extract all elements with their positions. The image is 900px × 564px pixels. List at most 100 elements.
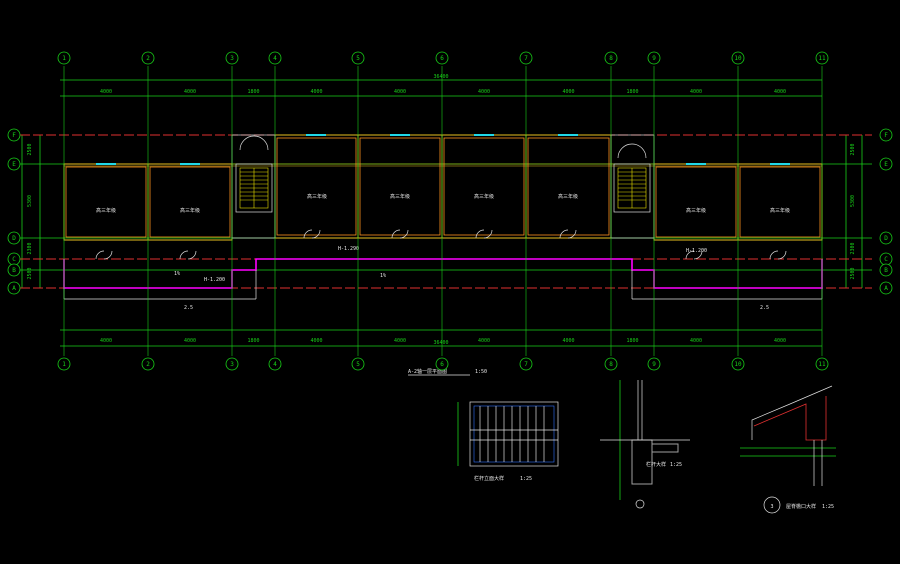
column-bubble bbox=[647, 357, 661, 371]
railing-section-detail bbox=[600, 380, 690, 509]
row-label: E bbox=[884, 161, 888, 168]
side-dim-label: 2500 bbox=[850, 143, 856, 155]
column-label: 8 bbox=[609, 55, 613, 62]
detail2-title: 栏杆大样 bbox=[646, 461, 666, 468]
column-bubble bbox=[731, 357, 745, 371]
side-dim-label: 5300 bbox=[850, 195, 856, 207]
corridor-elevation: H-1.290 bbox=[338, 246, 359, 252]
room-label: 高三年级 bbox=[307, 193, 327, 200]
top-dim-label: 4000 bbox=[690, 89, 702, 95]
railing-detail-title: 栏杆立面大样 bbox=[474, 475, 504, 482]
room-label: 高三年级 bbox=[686, 207, 706, 214]
top-dim-label: 1800 bbox=[247, 89, 259, 95]
row-bubble bbox=[7, 231, 21, 245]
bottom-dim-label: 4000 bbox=[184, 338, 196, 344]
row-label: F bbox=[12, 132, 16, 139]
elevation-right: H-1.200 bbox=[686, 248, 707, 254]
detail-number-circle bbox=[763, 496, 781, 514]
bottom-dim-label: 4000 bbox=[100, 338, 112, 344]
elevation-left: H-1.200 bbox=[204, 277, 225, 283]
column-label: 6 bbox=[440, 361, 444, 368]
column-bubble bbox=[141, 357, 155, 371]
row-bubble bbox=[7, 157, 21, 171]
column-label: 2 bbox=[146, 361, 150, 368]
top-dim-label: 4000 bbox=[310, 89, 322, 95]
column-bubble bbox=[519, 51, 533, 65]
column-bubble bbox=[435, 357, 449, 371]
row-label: C bbox=[884, 256, 888, 263]
column-bubble bbox=[351, 51, 365, 65]
column-label: 2 bbox=[146, 55, 150, 62]
row-bubble bbox=[879, 128, 893, 142]
stair-right bbox=[613, 143, 651, 213]
column-label: 8 bbox=[609, 361, 613, 368]
column-bubble bbox=[57, 51, 71, 65]
column-bubble bbox=[141, 51, 155, 65]
slope-label-b: 1% bbox=[174, 271, 180, 277]
bottom-dim-label: 4000 bbox=[774, 338, 786, 344]
column-label: 10 bbox=[734, 55, 742, 62]
slope-label-a: 1% bbox=[380, 273, 386, 279]
doors bbox=[95, 229, 787, 260]
row-label: D bbox=[12, 235, 16, 242]
drain-label: 2.5 bbox=[184, 305, 193, 311]
top-dim-label: 4000 bbox=[100, 89, 112, 95]
windows bbox=[96, 134, 790, 165]
side-dim-label: 5300 bbox=[27, 195, 33, 207]
column-label: 10 bbox=[734, 361, 742, 368]
row-label: F bbox=[884, 132, 888, 139]
row-bubble bbox=[7, 263, 21, 277]
column-bubble bbox=[435, 51, 449, 65]
top-dim-label: 1800 bbox=[626, 89, 638, 95]
column-label: 4 bbox=[273, 361, 277, 368]
detail2-scale: 1:25 bbox=[670, 462, 682, 468]
room-label: 高三年级 bbox=[558, 193, 578, 200]
detail3-scale: 1:25 bbox=[822, 504, 834, 510]
top-dim-label: 4000 bbox=[562, 89, 574, 95]
room-label: 高三年级 bbox=[770, 207, 790, 214]
bottom-dim-label: 4000 bbox=[310, 338, 322, 344]
top-dim-label: 4000 bbox=[774, 89, 786, 95]
bottom-dim-label: 1800 bbox=[626, 338, 638, 344]
column-label: 5 bbox=[356, 361, 360, 368]
side-dim-label: 2300 bbox=[27, 242, 33, 254]
side-dim-label: 2300 bbox=[850, 242, 856, 254]
top-dim-label: 4000 bbox=[184, 89, 196, 95]
detail-number: 3 bbox=[770, 504, 773, 510]
bottom-dim-label: 4000 bbox=[690, 338, 702, 344]
column-bubble bbox=[225, 51, 239, 65]
section-scale: 1:50 bbox=[475, 369, 487, 375]
column-bubble bbox=[815, 51, 829, 65]
stair-left bbox=[235, 135, 273, 213]
room-label: 高三年级 bbox=[96, 207, 116, 214]
bottom-dim-label: 4000 bbox=[562, 338, 574, 344]
column-label: 11 bbox=[818, 361, 826, 368]
room-label: 高三年级 bbox=[474, 193, 494, 200]
column-bubble bbox=[731, 51, 745, 65]
row-bubble bbox=[879, 281, 893, 295]
column-bubble bbox=[647, 51, 661, 65]
column-bubble bbox=[268, 357, 282, 371]
row-bubble bbox=[879, 231, 893, 245]
column-label: 3 bbox=[230, 361, 234, 368]
column-bubble bbox=[815, 357, 829, 371]
bottom-dim-label: 4000 bbox=[394, 338, 406, 344]
side-dim-label: 2500 bbox=[27, 143, 33, 155]
column-label: 1 bbox=[62, 361, 66, 368]
total-dim-bottom: 36400 bbox=[433, 340, 448, 346]
section-title: A-2轴一层平面图 bbox=[408, 368, 447, 375]
row-label: A bbox=[884, 285, 888, 292]
building-walls bbox=[63, 134, 823, 241]
axis-layer: 1140004000224000400033180018004440004000… bbox=[7, 51, 893, 371]
row-bubble bbox=[879, 157, 893, 171]
row-label: E bbox=[12, 161, 16, 168]
top-dim-label: 4000 bbox=[478, 89, 490, 95]
eave-detail bbox=[740, 385, 836, 486]
drain-label-right: 2.5 bbox=[760, 305, 769, 311]
column-bubble bbox=[57, 357, 71, 371]
row-label: A bbox=[12, 285, 16, 292]
row-bubble bbox=[7, 128, 21, 142]
railing-elevation-detail bbox=[457, 401, 559, 467]
